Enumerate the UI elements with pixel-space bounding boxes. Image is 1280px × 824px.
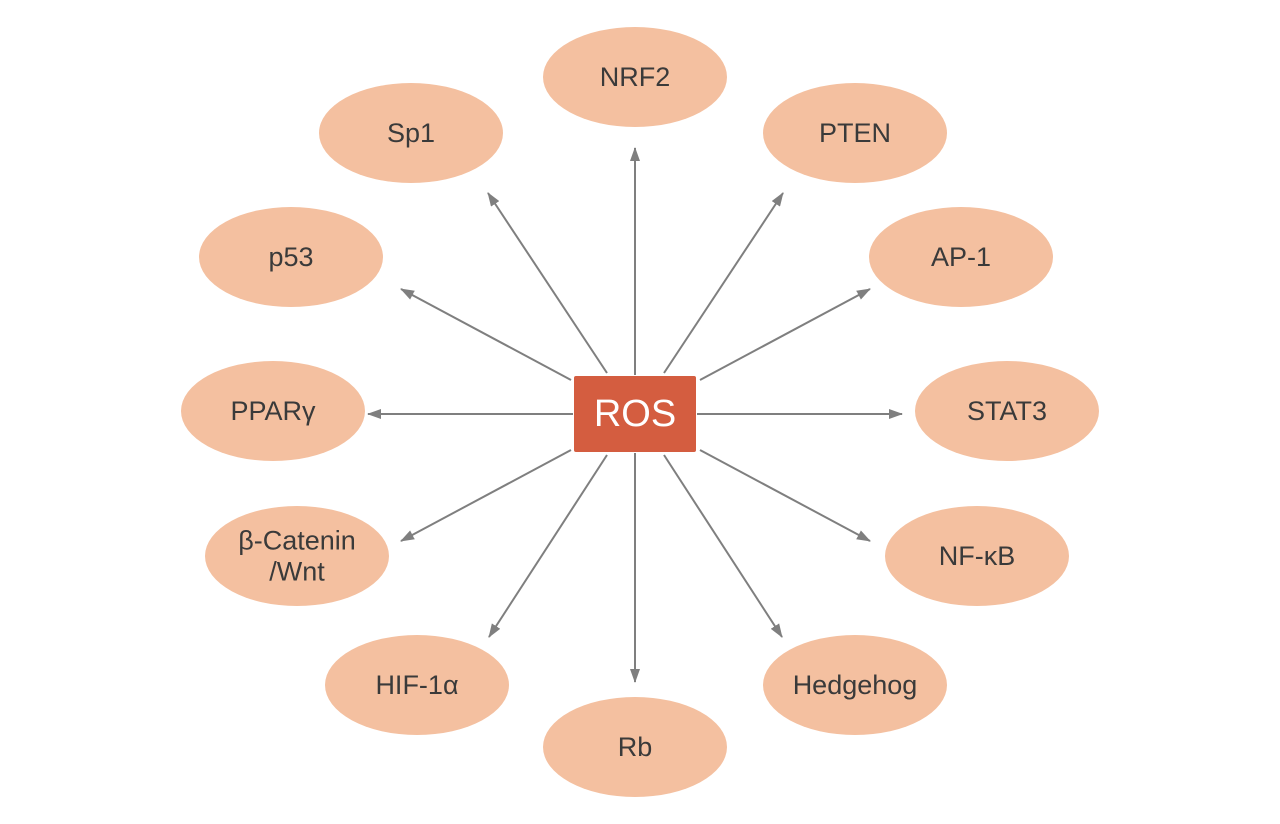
node-ellipse: [205, 506, 389, 606]
node-label: PPARγ: [230, 396, 316, 426]
center-node-ros: ROS: [574, 376, 696, 452]
node-ppary: PPARγ: [181, 361, 365, 461]
node-ellipse: [181, 361, 365, 461]
arrow-ros-to-hif1a: [488, 454, 608, 638]
node-nrf2: NRF2: [543, 27, 727, 127]
center-layer: ROS: [574, 376, 696, 452]
arrow-ros-to-nfkb: [699, 449, 871, 542]
node-rb: Rb: [543, 697, 727, 797]
node-ellipse: [543, 697, 727, 797]
node-label: NF-κB: [939, 541, 1016, 571]
node-pten: PTEN: [763, 83, 947, 183]
node-ellipse: [763, 83, 947, 183]
node-ellipse: [319, 83, 503, 183]
node-ellipse: [869, 207, 1053, 307]
node-ellipse: [199, 207, 383, 307]
node-ellipse: [915, 361, 1099, 461]
node-ap1: AP-1: [869, 207, 1053, 307]
node-label: STAT3: [967, 396, 1047, 426]
node-bcatenin: β-Catenin/Wnt: [205, 506, 389, 606]
node-label: AP-1: [931, 242, 991, 272]
arrow-ros-to-hedgehog: [663, 454, 783, 638]
node-stat3: STAT3: [915, 361, 1099, 461]
node-label: Sp1: [387, 118, 435, 148]
node-ellipse: [763, 635, 947, 735]
arrows-layer: [367, 147, 903, 683]
node-p53: p53: [199, 207, 383, 307]
node-ellipse: [885, 506, 1069, 606]
node-label: β-Catenin: [238, 526, 356, 556]
node-label: HIF-1α: [375, 670, 458, 700]
node-label: PTEN: [819, 118, 891, 148]
node-label: /Wnt: [269, 557, 325, 587]
node-label: Rb: [618, 732, 653, 762]
arrow-ros-to-p53: [400, 288, 572, 381]
node-sp1: Sp1: [319, 83, 503, 183]
node-ellipse: [325, 635, 509, 735]
node-label: Hedgehog: [793, 670, 918, 700]
node-hedgehog: Hedgehog: [763, 635, 947, 735]
node-label: NRF2: [600, 62, 671, 92]
arrow-ros-to-sp1: [487, 192, 608, 374]
node-label: p53: [268, 242, 313, 272]
arrow-ros-to-bcatenin: [400, 449, 572, 542]
node-hif1a: HIF-1α: [325, 635, 509, 735]
node-nfkb: NF-κB: [885, 506, 1069, 606]
center-label: ROS: [594, 393, 676, 435]
arrow-ros-to-pten: [663, 192, 784, 374]
arrow-ros-to-ap1: [699, 288, 871, 381]
node-ellipse: [543, 27, 727, 127]
center-box: [574, 376, 696, 452]
